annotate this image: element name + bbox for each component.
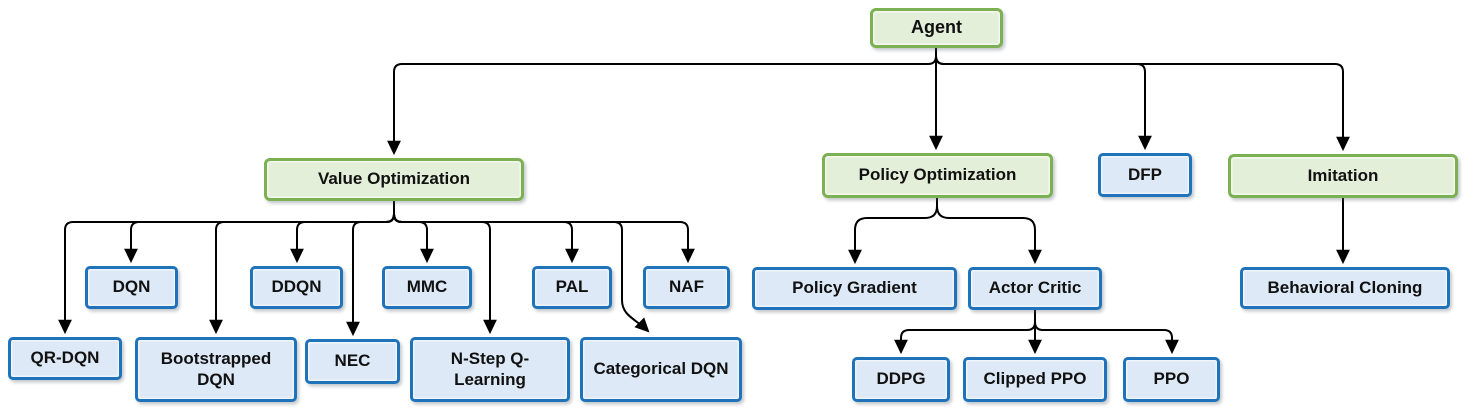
node-behavioral-cloning: Behavioral Cloning [1240, 267, 1450, 309]
node-ddpg-label: DDPG [876, 369, 926, 389]
node-agent-label: Agent [911, 17, 962, 38]
node-dqn-label: DQN [112, 277, 151, 297]
node-value-optimization-label: Value Optimization [317, 169, 471, 189]
edge-agent-imitation [935, 48, 1350, 152]
node-ddpg: DDPG [852, 357, 950, 402]
node-dfp-label: DFP [1128, 164, 1162, 184]
node-categorical-dqn: Categorical DQN [580, 337, 742, 402]
node-nec: NEC [305, 339, 400, 384]
edge-vo-mmc [393, 201, 434, 264]
node-dfp: DFP [1098, 153, 1192, 197]
node-policy-optimization-label: Policy Optimization [858, 165, 1017, 185]
node-behavioral-cloning-label: Behavioral Cloning [1267, 277, 1423, 297]
node-ddqn-label: DDQN [271, 277, 322, 297]
node-imitation-label: Imitation [1307, 165, 1379, 185]
node-pal-label: PAL [555, 277, 589, 297]
node-clipped-ppo: Clipped PPO [963, 357, 1107, 402]
node-policy-optimization: Policy Optimization [822, 153, 1053, 198]
edge-vo-ddqn [290, 201, 395, 264]
edge-agent-value-optimization [387, 48, 937, 156]
node-bootstrapped-dqn: Bootstrapped DQN [135, 337, 297, 402]
edge-po-actor-critic [936, 198, 1042, 265]
node-nec-label: NEC [334, 351, 371, 371]
node-pal: PAL [532, 266, 612, 309]
node-n-step-q-learning-label: N-Step Q-Learning [450, 349, 530, 389]
node-imitation: Imitation [1228, 154, 1458, 198]
node-policy-gradient-label: Policy Gradient [792, 278, 917, 298]
edge-ac-ddpg [894, 310, 1036, 355]
node-naf: NAF [643, 266, 730, 309]
edge-ac-ppo [1034, 310, 1179, 355]
edge-vo-pal [393, 201, 579, 264]
node-qr-dqn-label: QR-DQN [30, 348, 100, 368]
node-ddqn: DDQN [250, 266, 343, 309]
node-value-optimization: Value Optimization [264, 158, 524, 201]
node-actor-critic: Actor Critic [968, 267, 1102, 310]
node-qr-dqn: QR-DQN [8, 337, 122, 380]
node-categorical-dqn-label: Categorical DQN [593, 359, 729, 379]
node-clipped-ppo-label: Clipped PPO [983, 369, 1087, 389]
node-agent: Agent [870, 8, 1003, 48]
node-ppo: PPO [1123, 357, 1220, 402]
edge-vo-naf [393, 201, 695, 264]
node-naf-label: NAF [669, 277, 704, 297]
node-policy-gradient: Policy Gradient [752, 267, 957, 310]
node-n-step-q-learning: N-Step Q-Learning [410, 337, 570, 402]
node-actor-critic-label: Actor Critic [988, 278, 1082, 298]
node-ppo-label: PPO [1153, 369, 1190, 389]
node-mmc: MMC [382, 266, 472, 309]
node-dqn: DQN [85, 266, 178, 309]
edge-po-policy-gradient [848, 198, 938, 265]
node-bootstrapped-dqn-label: Bootstrapped DQN [160, 349, 272, 389]
edge-vo-dqn [124, 201, 395, 264]
node-mmc-label: MMC [406, 277, 448, 297]
